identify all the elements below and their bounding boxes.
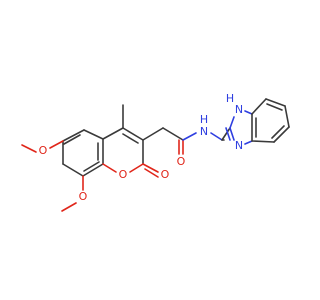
atom-n-imidazole: N — [235, 139, 243, 152]
atom-h-imidazole: H — [226, 92, 234, 105]
structure-drawing: O O O O O N H N H N — [21, 92, 290, 212]
atom-h-amide: H — [200, 113, 208, 126]
atom-n-imidazole-nh: N — [235, 103, 243, 116]
molecule-diagram: O O O O O N H N H N — [21, 92, 290, 212]
coumarin-benzene-ring — [62, 129, 104, 177]
atom-o-lactone-carbonyl: O — [161, 168, 170, 181]
methoxy-groups — [21, 140, 84, 212]
methylene-bond — [221, 127, 231, 141]
atom-n-amide: N — [200, 125, 208, 138]
pyranone-ring — [102, 127, 144, 173]
lactone-carbonyl — [142, 163, 159, 178]
atom-o-ring: O — [119, 168, 128, 181]
atom-o-methoxy-bottom: O — [79, 190, 88, 203]
benzimidazole-benzene-ring — [251, 98, 290, 143]
atom-o-amide-carbonyl: O — [177, 155, 186, 168]
acetamide-linker — [142, 127, 225, 155]
imidazole-ring — [225, 110, 253, 145]
atom-o-methoxy-top: O — [39, 144, 48, 157]
